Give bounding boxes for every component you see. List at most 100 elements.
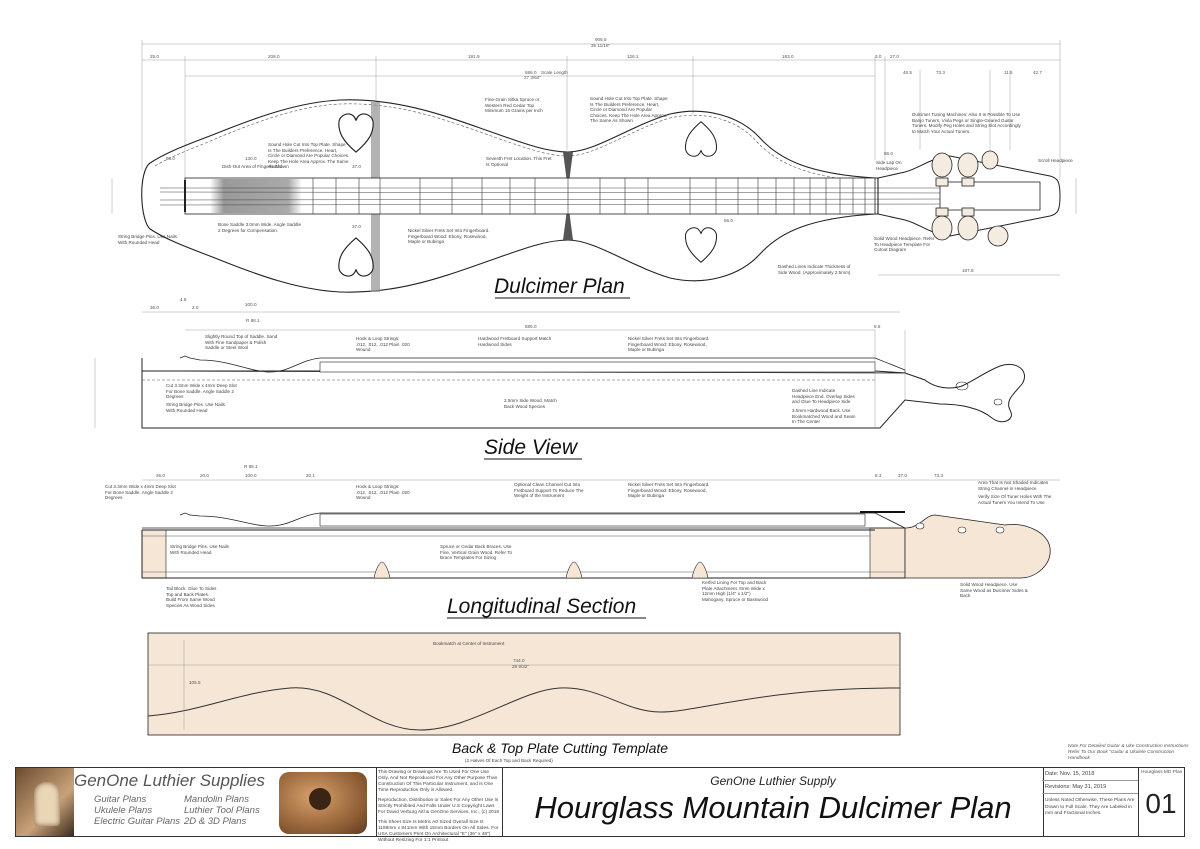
- sheet-number: 01: [1145, 788, 1177, 819]
- side-body-outline: [141, 364, 1025, 429]
- heart-soundhole-lower-left: [338, 237, 374, 277]
- section-fretboard: [142, 512, 906, 529]
- note-dish-out: Dish-Out Area of Fingerboard: [222, 164, 282, 169]
- note-solid-headpiece: Solid Wood Headpiece. Refer To Headpiece…: [874, 236, 934, 252]
- units-note: Unless Noted Otherwise, These Plans Are …: [1045, 798, 1135, 816]
- note-scroll: Scroll Headpiece: [1038, 158, 1073, 163]
- note-verify-tuner: Verify Size Of Tuner Holes With The Actu…: [978, 494, 1051, 505]
- strings: [159, 187, 961, 206]
- overall-dim: 906.5: [595, 37, 607, 42]
- tuning-pegs: [931, 150, 1009, 247]
- template-length-in: 29 9/32": [512, 664, 529, 669]
- plan-link-2d3d[interactable]: 2D & 3D Plans: [184, 816, 247, 827]
- template-profile-line: [147, 687, 901, 731]
- note-hook-loop-2: Hook & Loop Strings: .012, .012, .012 Pl…: [356, 484, 410, 500]
- note-spruce-braces: Spruce or Cedar Back Braces. Use Fine, V…: [440, 544, 512, 560]
- seg-dim-7: 27.0: [890, 54, 899, 59]
- side-fret-support: [319, 361, 876, 373]
- plan-title: Dulcimer Plan: [494, 275, 625, 298]
- side-dim-36: 36.0: [150, 305, 159, 310]
- note-side-lap: Side Lap On Headpiece: [876, 160, 902, 171]
- note-nickel-frets: Nickel Silver Frets Set Into Fingerboard…: [408, 228, 489, 244]
- fret7-wedge-top: [563, 152, 573, 190]
- note-soundhole-left: Sound Hole Cut Into Top Plate. Shape Is …: [268, 142, 349, 169]
- seg-dim-4: 126.1: [627, 54, 639, 59]
- sec-dim-20: 20.0: [200, 473, 209, 478]
- sec-dim-100: 100.0: [245, 473, 257, 478]
- side-peg-hole-2: [993, 398, 1003, 406]
- plan-dim-58: 58.0: [166, 156, 175, 161]
- side-dim-686: 686.0: [525, 324, 537, 329]
- note-nickel-frets-3: Nickel Silver Frets Set Into Fingerboard…: [628, 482, 709, 498]
- plan-dim-187: 187.8: [962, 268, 974, 273]
- note-tail-block: Tail Block. Glue To Sides Top and Back P…: [166, 586, 216, 608]
- scale-length-label: Scale Length: [541, 70, 568, 75]
- section-peg-hole-3: [995, 526, 1005, 534]
- title-cell: GenOne Luthier Supply Hourglass Mountain…: [502, 768, 1044, 836]
- plan-link-electric[interactable]: Electric Guitar Plans: [94, 816, 181, 827]
- plan-dim-37b: 37.0: [352, 224, 361, 229]
- plan-link-mandolin[interactable]: Mandolin Plans: [184, 794, 249, 805]
- legal-2: Reproduction, Distribution or Sales For …: [378, 798, 500, 815]
- dulcimer-body-outline: [141, 99, 879, 293]
- head-block: [869, 527, 906, 579]
- title-block: GenOne Luthier Supplies Guitar Plans Uku…: [15, 767, 1185, 843]
- legal-1: This Drawing or Drawings Are To Used For…: [378, 770, 498, 793]
- brand-name: GenOne Luthier Supplies: [74, 771, 265, 790]
- side-fretboard: [141, 355, 906, 374]
- plan-link-guitar[interactable]: Guitar Plans: [94, 794, 147, 805]
- fret7-wedge-bottom: [563, 202, 573, 240]
- legal-3: This Sheet Size Is Metric A0 Sized Overa…: [378, 820, 499, 843]
- plan-dim-86: 86.0: [884, 151, 893, 156]
- brand-cell: GenOne Luthier Supplies Guitar Plans Uku…: [16, 768, 377, 836]
- note-hardwood-support: Hardwood Fretboard Support Match Hardwoo…: [478, 336, 551, 347]
- template-subtitle: (2 Halves Of Each Top and Back Required): [465, 758, 553, 763]
- side-dim-89: 8.9: [874, 324, 881, 329]
- seg-dim-2: 208.0: [268, 54, 280, 59]
- plan-link-tools[interactable]: Luthier Tool Plans: [184, 805, 260, 816]
- note-soundhole-right: Sound Hole Cut Into Top Plate. Shape Is …: [590, 96, 668, 123]
- template-title: Back & Top Plate Cutting Template: [452, 740, 668, 756]
- section-peg-hole-1: [915, 522, 925, 530]
- tail-block: [141, 529, 167, 579]
- note-solid-head-2: Solid Wood Headpiece. Use Same Wood as D…: [960, 582, 1028, 598]
- sec-dim-201: 20.1: [306, 473, 315, 478]
- frets: [312, 178, 866, 214]
- note-saddle-round: Slightly Round Top of Saddle. Sand With …: [205, 334, 277, 350]
- sec-dim-83: 8.3: [875, 473, 882, 478]
- plan-dim-37a: 37.0: [352, 164, 361, 169]
- overall-dim-in: 35 11/16": [591, 43, 611, 48]
- template-panel: [147, 632, 901, 736]
- dish-out-area: [210, 179, 302, 213]
- section-headpiece: [904, 514, 1051, 579]
- note-cut-slot: Cut 3.3mm Wide x 4mm Deep Slot For Bone …: [166, 383, 237, 399]
- date-field: Date: Nov. 15, 2018: [1042, 768, 1138, 781]
- right-dim-3: 11.5: [1004, 70, 1013, 75]
- side-peg-hole-1: [955, 381, 969, 391]
- right-dim-2: 73.3: [936, 70, 945, 75]
- plan-dim-130: 130.0: [245, 156, 257, 161]
- note-top-wood: Fine-Grain Sitka Spruce or Western Red C…: [485, 97, 543, 113]
- side-thickness-dashes: [154, 103, 873, 183]
- seg-dim-1: 25.0: [150, 54, 159, 59]
- scale-length-value: 686.0: [525, 70, 537, 75]
- seg-dim-6: 3.0: [875, 54, 882, 59]
- plan-code: Hourglass MD Plan: [1141, 770, 1183, 775]
- note-kerfed-lining: Kerfed Lining For Top and Back Plate Att…: [702, 580, 768, 602]
- note-shaded-area: Area That Is Not Shaded Indicates String…: [978, 480, 1048, 491]
- plan-title-main: Hourglass Mountain Dulcimer Plan: [534, 790, 1012, 825]
- sec-dim-r88: R 88.1: [244, 464, 258, 469]
- plans-list-1: Guitar Plans Ukulele Plans Electric Guit…: [94, 794, 180, 827]
- sec-dim-37: 37.0: [898, 473, 907, 478]
- note-dashed-sides: Dashed Lines Indicate Thickness of Side …: [778, 264, 850, 275]
- note-dashed-head: Dashed Line Indicate Headpiece End. Over…: [792, 388, 855, 404]
- heart-soundhole-lower-right: [684, 227, 718, 263]
- guitar-body-image: [279, 772, 367, 834]
- side-view: 36.0 4.8 2.0 100.0 R 88.1 686.0 8.9 Slig…: [94, 297, 1025, 460]
- sec-dim-73: 73.3: [934, 473, 943, 478]
- right-dim-1: 46.5: [903, 70, 912, 75]
- note-bookmatch: Bookmatch at Center of Instrument: [433, 641, 505, 646]
- plan-link-ukulele[interactable]: Ukulele Plans: [94, 805, 153, 816]
- note-string-pins: String Bridge Pins. Use Nails With Round…: [118, 234, 177, 245]
